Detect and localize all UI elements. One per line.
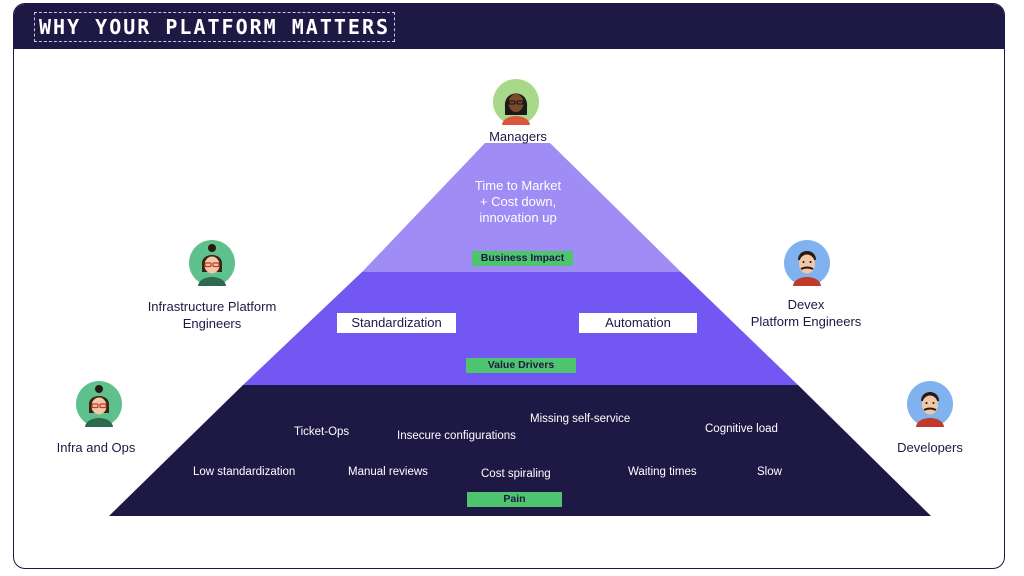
infra-platform-engineer-avatar-icon xyxy=(189,240,235,286)
pyramid-top-layer xyxy=(362,143,681,272)
pain-item-ticket-ops: Ticket-Ops xyxy=(294,426,350,438)
pyramid-bottom-layer xyxy=(109,385,931,516)
pain-item-cost-spiraling: Cost spiraling xyxy=(481,468,551,480)
pain-item-insecure-configurations: Insecure configurations xyxy=(397,430,516,442)
managers-avatar-icon xyxy=(493,79,539,125)
persona-label-infra-and-ops: Infra and Ops xyxy=(56,440,136,455)
header-bar: WHY YOUR PLATFORM MATTERS xyxy=(14,4,1004,49)
persona-label-devex-platform-engineers: Devex Platform Engineers xyxy=(750,297,862,329)
persona-label-managers: Managers xyxy=(489,129,547,144)
slide-title: WHY YOUR PLATFORM MATTERS xyxy=(34,12,396,42)
pain-item-missing-self-service: Missing self-service xyxy=(530,413,631,425)
infra-ops-avatar-icon xyxy=(76,381,122,427)
value-drivers-tag: Value Drivers xyxy=(466,358,576,373)
business-impact-tag: Business Impact xyxy=(472,251,573,266)
pain-item-cognitive-load: Cognitive load xyxy=(705,423,778,435)
pain-item-low-standardization: Low standardization xyxy=(193,466,296,478)
pain-item-waiting-times: Waiting times xyxy=(628,466,697,478)
pyramid-middle-layer xyxy=(243,272,798,385)
persona-label-developers: Developers xyxy=(897,440,963,455)
standardization-box: Standardization xyxy=(337,313,456,333)
business-impact-description: Time to Market + Cost down, innovation u… xyxy=(474,178,562,225)
pain-tag: Pain xyxy=(467,492,562,507)
pain-item-manual-reviews: Manual reviews xyxy=(348,466,428,478)
persona-label-infra-platform-engineers: Infrastructure Platform Engineers xyxy=(147,299,277,331)
devex-engineer-avatar-icon xyxy=(784,240,830,286)
automation-box: Automation xyxy=(579,313,697,333)
pain-item-slow: Slow xyxy=(757,466,782,478)
developer-avatar-icon xyxy=(907,381,953,427)
